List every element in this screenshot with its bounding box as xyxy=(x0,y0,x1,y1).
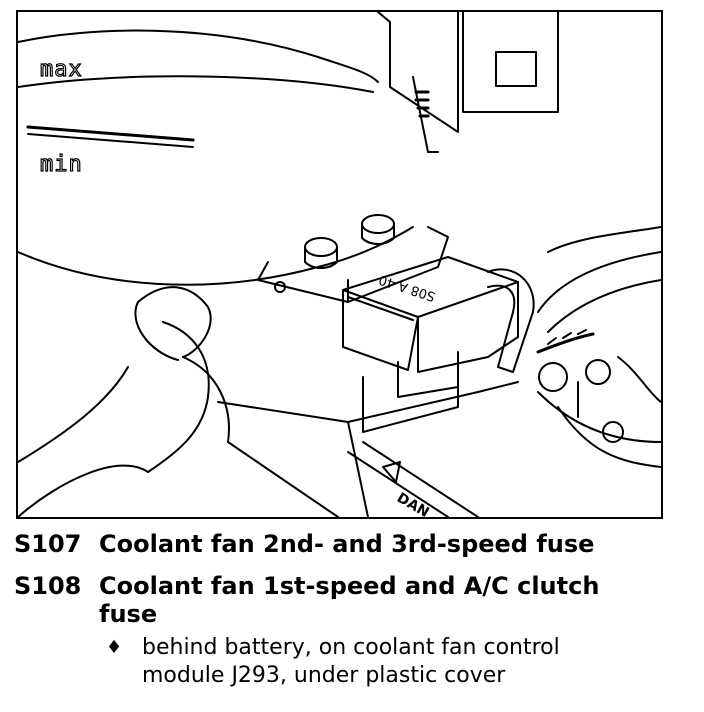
bracket-window xyxy=(495,51,537,87)
max-level-label: max xyxy=(39,56,83,82)
bolt-1 xyxy=(361,214,395,234)
mount-hole xyxy=(274,281,286,293)
fuse-item-s107: S107 Coolant fan 2nd- and 3rd-speed fuse xyxy=(14,530,594,558)
engine-bay-illustration: max min S08 A 40 DAN xyxy=(16,10,663,519)
fuse-code: S107 xyxy=(14,530,82,558)
bolt-2 xyxy=(304,237,338,257)
location-note: ♦ behind battery, on coolant fan control… xyxy=(14,634,694,694)
fuse-item-s108: S108 Coolant fan 1st-speed and A/C clutch xyxy=(14,572,599,600)
location-line-1: behind battery, on coolant fan control xyxy=(142,635,560,660)
location-line-2: module J293, under plastic cover xyxy=(142,663,506,688)
fuse-description-continuation: fuse xyxy=(99,600,158,628)
warning-label xyxy=(347,441,479,517)
terminal-nut-1 xyxy=(538,362,568,392)
reservoir-outline xyxy=(18,29,379,83)
terminal-nut-3 xyxy=(602,421,624,443)
fuse-code: S108 xyxy=(14,572,82,600)
coolant-hose xyxy=(137,286,212,358)
min-level-label: min xyxy=(39,151,83,177)
location-text: behind battery, on coolant fan control m… xyxy=(142,634,672,690)
fuse-description: Coolant fan 1st-speed and A/C clutch xyxy=(99,572,600,600)
bullet-icon: ♦ xyxy=(106,637,123,658)
terminal-nut-2 xyxy=(585,359,611,385)
line-drawing xyxy=(18,12,661,517)
fuse-description: Coolant fan 2nd- and 3rd-speed fuse xyxy=(99,530,595,558)
